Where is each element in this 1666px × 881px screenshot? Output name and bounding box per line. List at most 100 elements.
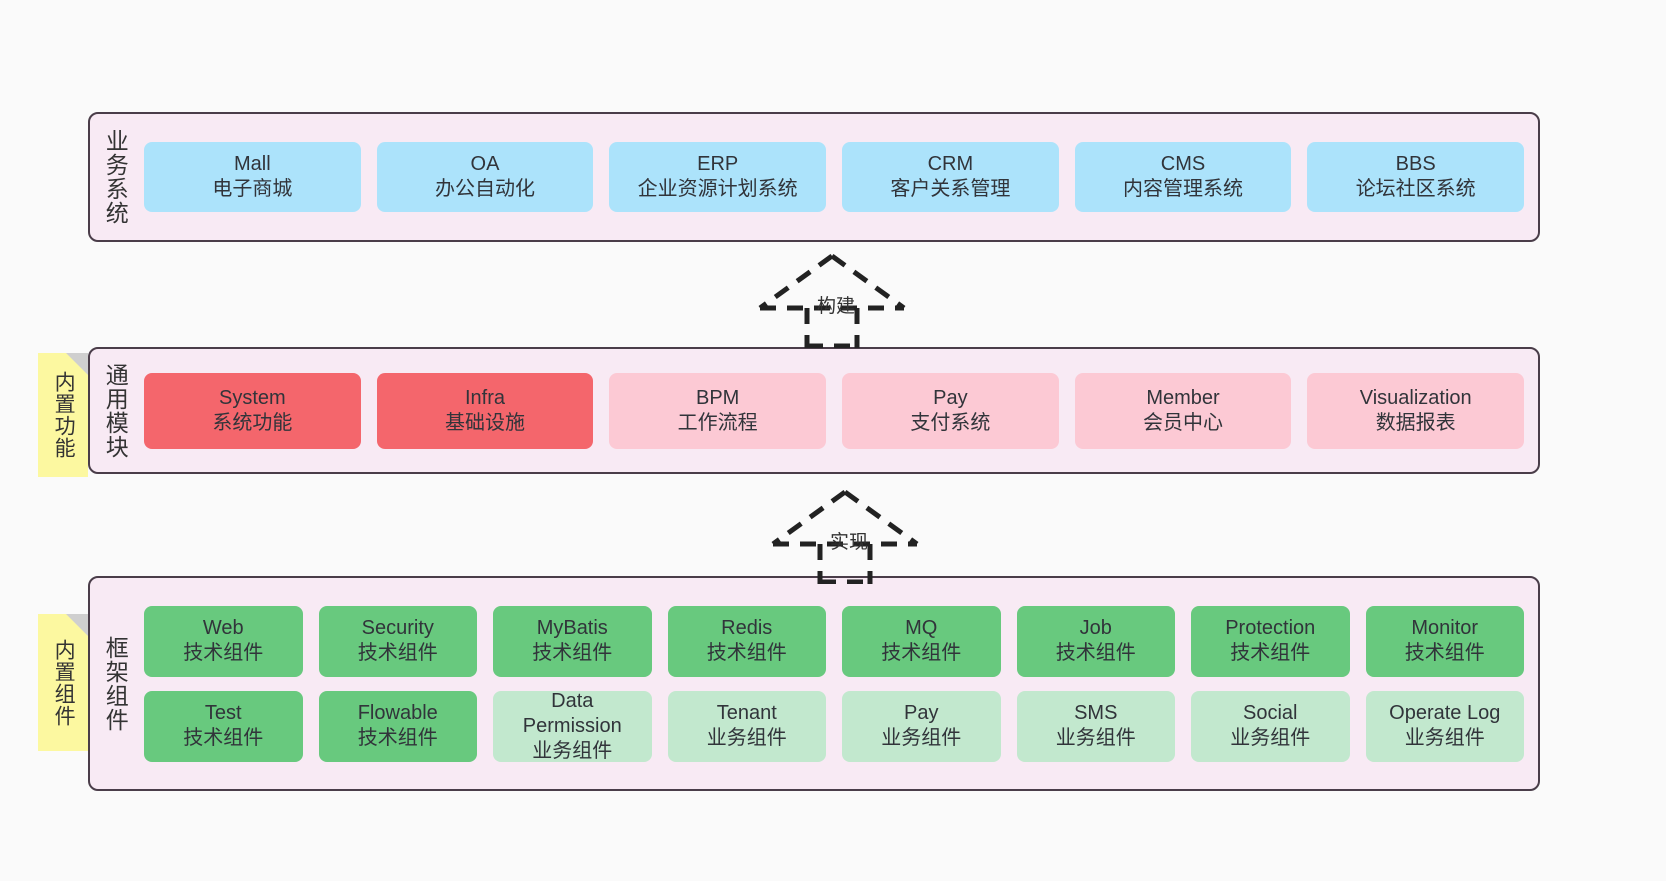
card-protection[interactable]: Protection 技术组件	[1191, 605, 1350, 677]
card-title: CMS	[1160, 153, 1206, 175]
card-title: Mall	[234, 153, 271, 175]
note-fold-corner-icon	[66, 614, 88, 636]
card-row: Test 技术组件 Flowable 技术组件 Data Permission …	[144, 689, 1524, 762]
card-title: Pay	[904, 702, 939, 724]
card-subtitle: 企业资源计划系统	[637, 178, 798, 200]
card-subtitle: 技术组件	[357, 642, 438, 664]
card-subtitle: 电子商城	[212, 178, 293, 200]
card-title: Social	[1243, 702, 1298, 724]
card-mall[interactable]: Mall 电子商城	[144, 142, 361, 212]
card-title: Infra	[464, 386, 506, 409]
card-tenant[interactable]: Tenant 业务组件	[667, 690, 826, 762]
card-title: Operate Log	[1389, 702, 1501, 724]
card-monitor[interactable]: Monitor 技术组件	[1365, 605, 1524, 677]
card-subtitle: 技术组件	[183, 642, 264, 664]
card-subtitle: 技术组件	[357, 727, 438, 749]
card-subtitle: 内容管理系统	[1123, 178, 1244, 200]
card-subtitle: 技术组件	[183, 727, 264, 749]
card-cms[interactable]: CMS 内容管理系统	[1074, 142, 1292, 212]
card-subtitle: 论坛社区系统	[1355, 178, 1476, 200]
card-subtitle: 技术组件	[1404, 642, 1485, 664]
card-title: OA	[470, 153, 500, 175]
note-text: 内置功能	[52, 371, 76, 459]
card-infra[interactable]: Infra 基础设施	[376, 372, 594, 449]
card-title: MyBatis	[536, 617, 608, 639]
layer-body-business-system: Mall 电子商城 OA 办公自动化 ERP 企业资源计划系统 CRM 客户关系…	[140, 114, 1538, 240]
card-subtitle: 技术组件	[881, 642, 962, 664]
card-crm[interactable]: CRM 客户关系管理	[842, 142, 1059, 212]
card-mq[interactable]: MQ 技术组件	[842, 605, 1001, 677]
card-bpm[interactable]: BPM 工作流程	[609, 372, 827, 449]
connector-implement-arrow	[771, 489, 919, 584]
card-subtitle: 工作流程	[677, 411, 758, 434]
card-title: System	[218, 386, 286, 409]
card-erp[interactable]: ERP 企业资源计划系统	[609, 142, 827, 212]
card-subtitle: 基础设施	[445, 411, 525, 434]
layer-body-general-modules: System 系统功能 Infra 基础设施 BPM 工作流程 Pay 支付系统…	[140, 349, 1538, 472]
layer-title-general-modules: 通用模块	[102, 362, 129, 459]
card-row: Web 技术组件 Security 技术组件 MyBatis 技术组件 Redi…	[144, 605, 1524, 677]
card-oa[interactable]: OA 办公自动化	[376, 142, 594, 212]
card-job[interactable]: Job 技术组件	[1016, 605, 1175, 677]
card-title: Web	[202, 617, 244, 639]
card-subtitle: 系统功能	[212, 411, 293, 434]
card-title: Test	[204, 702, 242, 724]
card-subtitle: 业务组件	[881, 727, 962, 749]
connector-implement-label: 实现	[830, 532, 869, 553]
card-subtitle: 技术组件	[1230, 642, 1311, 664]
card-title: Redis	[721, 617, 773, 639]
card-title: BBS	[1395, 153, 1436, 175]
card-pay-component[interactable]: Pay 业务组件	[842, 690, 1001, 762]
connector-build-arrow	[758, 253, 906, 348]
card-subtitle: 业务组件	[1230, 727, 1311, 749]
card-subtitle: 技术组件	[706, 642, 787, 664]
card-subtitle: 办公自动化	[435, 178, 535, 200]
card-title: Job	[1079, 617, 1112, 639]
card-subtitle: 数据报表	[1375, 411, 1456, 434]
card-test[interactable]: Test 技术组件	[144, 690, 303, 762]
card-title: Member	[1146, 386, 1220, 409]
card-title: Visualization	[1359, 386, 1472, 409]
card-data-permission[interactable]: Data Permission 业务组件	[493, 689, 652, 762]
card-title: Data Permission	[522, 689, 622, 737]
card-social[interactable]: Social 业务组件	[1191, 690, 1350, 762]
card-redis[interactable]: Redis 技术组件	[667, 605, 826, 677]
card-title: MQ	[905, 617, 938, 639]
card-visualization[interactable]: Visualization 数据报表	[1307, 372, 1525, 449]
card-title: Monitor	[1411, 617, 1479, 639]
card-subtitle: 业务组件	[532, 739, 613, 762]
note-fold-corner-icon	[66, 353, 88, 375]
card-operate-log[interactable]: Operate Log 业务组件	[1365, 690, 1524, 762]
card-mybatis[interactable]: MyBatis 技术组件	[493, 605, 652, 677]
card-web[interactable]: Web 技术组件	[144, 605, 303, 677]
layer-body-framework-components: Web 技术组件 Security 技术组件 MyBatis 技术组件 Redi…	[140, 578, 1538, 789]
card-member[interactable]: Member 会员中心	[1074, 372, 1292, 449]
card-row: System 系统功能 Infra 基础设施 BPM 工作流程 Pay 支付系统…	[144, 372, 1525, 449]
card-subtitle: 业务组件	[1055, 727, 1136, 749]
card-bbs[interactable]: BBS 论坛社区系统	[1307, 142, 1525, 212]
card-title: Pay	[933, 386, 968, 409]
card-sms[interactable]: SMS 业务组件	[1016, 690, 1175, 762]
layer-title-framework-components: 框架组件	[102, 635, 129, 732]
card-subtitle: 支付系统	[910, 411, 991, 434]
layer-framework-components: 框架组件 Web 技术组件 Security 技术组件 MyBatis 技术组件…	[88, 576, 1540, 791]
card-title: BPM	[696, 386, 740, 409]
card-title: ERP	[697, 153, 739, 175]
card-title: Flowable	[357, 702, 438, 724]
card-subtitle: 技术组件	[532, 642, 613, 664]
card-flowable[interactable]: Flowable 技术组件	[318, 690, 477, 762]
card-system[interactable]: System 系统功能	[144, 372, 361, 449]
card-security[interactable]: Security 技术组件	[318, 605, 477, 677]
card-title: Protection	[1225, 617, 1316, 639]
note-builtin-function: 内置功能	[38, 353, 88, 477]
layer-general-modules: 通用模块 System 系统功能 Infra 基础设施 BPM 工作流程 Pay…	[88, 347, 1540, 474]
note-text: 内置组件	[52, 638, 76, 727]
note-builtin-component: 内置组件	[38, 614, 88, 751]
card-title: Tenant	[716, 702, 777, 724]
card-pay-module[interactable]: Pay 支付系统	[842, 372, 1059, 449]
card-title: CRM	[927, 153, 974, 175]
card-title: Security	[361, 617, 434, 639]
connector-build-label: 构建	[817, 296, 856, 317]
card-subtitle: 会员中心	[1143, 411, 1224, 434]
